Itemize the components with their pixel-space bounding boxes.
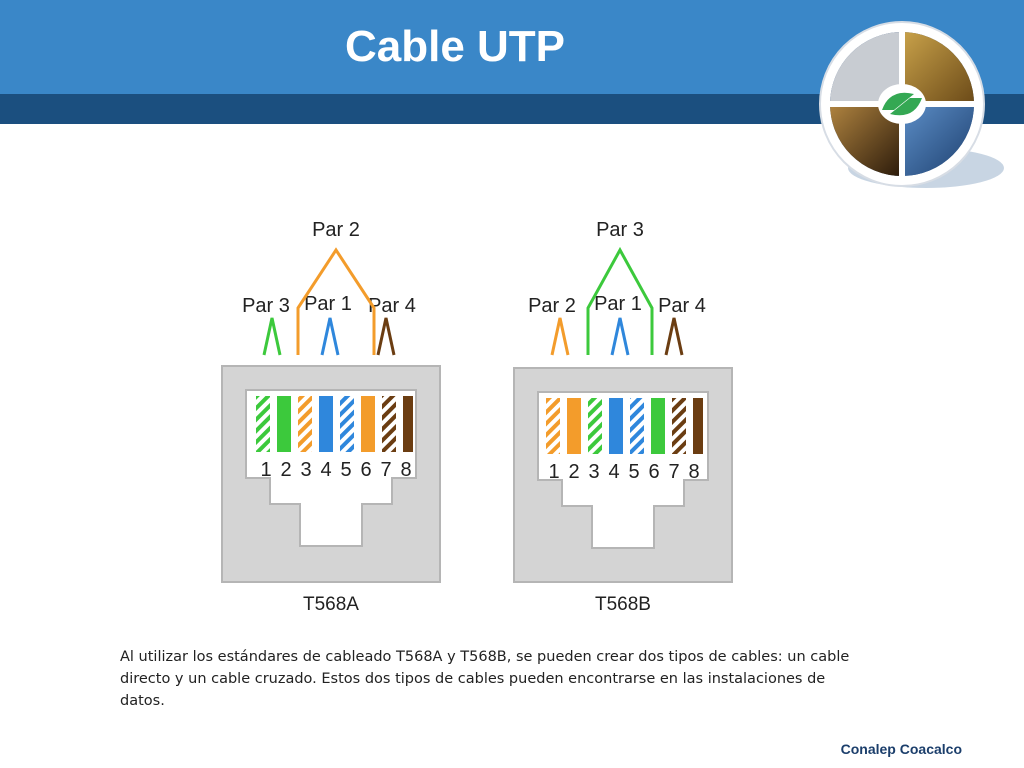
pin-number: 5 <box>340 459 351 481</box>
pair-label: Par 1 <box>304 293 352 315</box>
wire-5 <box>340 396 354 452</box>
wire-8 <box>693 398 703 454</box>
wire-3 <box>298 396 312 452</box>
pair-label: Par 4 <box>658 295 706 317</box>
pin-number: 2 <box>280 459 291 481</box>
pair-label: Par 3 <box>242 295 290 317</box>
conalep-logo <box>819 21 1004 188</box>
pin-number: 8 <box>400 459 411 481</box>
wire-3 <box>588 398 602 454</box>
slide-title: Cable UTP <box>344 22 566 71</box>
pin-number: 3 <box>300 459 311 481</box>
pin-number: 1 <box>260 459 271 481</box>
pair-label: Par 3 <box>596 219 644 241</box>
pair1-arrow <box>320 317 340 356</box>
standard-label: T568B <box>595 594 651 615</box>
wire-7 <box>672 398 686 454</box>
wire-6 <box>651 398 665 454</box>
pair3-arrow <box>262 317 282 356</box>
diagram-t568a: Par 2 Par 3 Par 1 Par 4 1 2 3 4 5 6 7 8 … <box>221 219 441 615</box>
standard-label: T568A <box>303 594 359 615</box>
jack-housing <box>221 365 441 583</box>
wire-5 <box>630 398 644 454</box>
wire-1 <box>546 398 560 454</box>
wire-1 <box>256 396 270 452</box>
pair4-arrow <box>664 317 684 356</box>
pin-number: 2 <box>568 461 579 483</box>
pair-label: Par 4 <box>368 295 416 317</box>
pair1-arrow <box>610 317 630 356</box>
footer-text: Conalep Coacalco <box>840 741 962 757</box>
pin-number: 4 <box>608 461 619 483</box>
wire-4 <box>319 396 333 452</box>
caption-text: Al utilizar los estándares de cableado T… <box>120 649 850 709</box>
pin-number: 4 <box>320 459 331 481</box>
pair-label: Par 1 <box>594 293 642 315</box>
wire-2 <box>277 396 291 452</box>
wire-7 <box>382 396 396 452</box>
wiring-diagram: Par 2 Par 3 Par 1 Par 4 1 2 3 4 5 6 7 8 … <box>221 219 733 615</box>
pin-number: 5 <box>628 461 639 483</box>
wire-8 <box>403 396 413 452</box>
pair4-arrow <box>376 317 396 356</box>
pin-number: 6 <box>360 459 371 481</box>
pin-number: 7 <box>380 459 391 481</box>
wire-6 <box>361 396 375 452</box>
pin-number: 7 <box>668 461 679 483</box>
pair3-arrow <box>586 246 654 355</box>
pair-label: Par 2 <box>528 295 576 317</box>
pair2-arrow <box>296 247 376 355</box>
jack-housing <box>513 367 733 583</box>
pin-number: 1 <box>548 461 559 483</box>
pin-number: 6 <box>648 461 659 483</box>
pin-number: 8 <box>688 461 699 483</box>
pair-label: Par 2 <box>312 219 360 241</box>
diagram-t568b: Par 3 Par 2 Par 1 Par 4 1 2 3 4 5 6 7 8 … <box>513 219 733 615</box>
pair2-arrow <box>550 317 570 356</box>
pin-number: 3 <box>588 461 599 483</box>
wire-4 <box>609 398 623 454</box>
wire-2 <box>567 398 581 454</box>
